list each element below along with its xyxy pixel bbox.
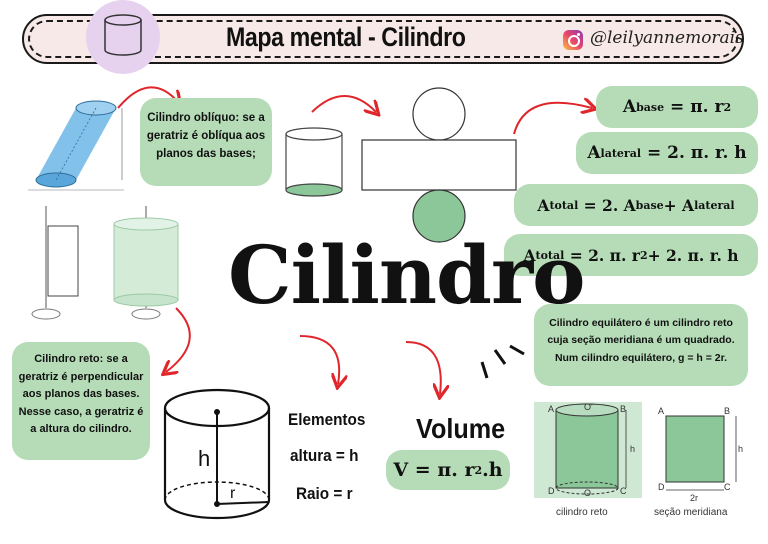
oblique-cylinder-diagram xyxy=(28,100,124,191)
svg-text:C: C xyxy=(620,486,627,496)
rotation-diagram xyxy=(31,206,179,320)
note-line: Cilindro oblíquo: se a xyxy=(147,112,265,124)
elementos-raio: Raio = r xyxy=(296,484,353,503)
arrow-elementos xyxy=(299,335,339,384)
header-cylinder-badge xyxy=(86,0,160,74)
cylinder-net-diagram xyxy=(361,87,517,243)
label-r: r xyxy=(230,485,236,502)
cilindro-reto-figure: A B D C O' O h cilindro reto xyxy=(534,402,642,518)
instagram-handle: @leilyannemorais xyxy=(590,28,744,48)
note-line: cuja seção meridiana é um quadrado. xyxy=(547,334,735,347)
note-cilindro-equilatero: Cilindro equilátero é um cilindro reto c… xyxy=(534,304,748,386)
central-title: Cilindro xyxy=(228,228,585,322)
svg-text:C: C xyxy=(724,482,731,492)
cylinder-elements-diagram: h r xyxy=(163,388,271,520)
page-title: Mapa mental - Cilindro xyxy=(226,22,466,52)
svg-text:O': O' xyxy=(584,402,593,412)
svg-text:D: D xyxy=(658,482,665,492)
note-line: a altura do cilindro. xyxy=(30,423,132,436)
svg-text:A: A xyxy=(548,404,554,414)
arrow-formulas xyxy=(513,103,592,135)
svg-text:B: B xyxy=(724,406,730,416)
caption-secao-meridiana: seção meridiana xyxy=(654,507,728,518)
label-h: h xyxy=(198,446,210,471)
instagram-icon xyxy=(563,30,583,50)
cylinder-icon xyxy=(104,14,142,56)
note-line: Cilindro reto: se a xyxy=(34,353,128,365)
elementos-altura: altura = h xyxy=(290,446,359,465)
note-line: planos das bases; xyxy=(156,147,256,160)
secao-meridiana-figure: A B D C h 2r seção meridiana xyxy=(654,406,743,518)
svg-text:D: D xyxy=(548,486,555,496)
svg-text:A: A xyxy=(658,406,664,416)
arrow-oblique xyxy=(117,86,178,109)
note-line: geratriz é oblíqua aos xyxy=(146,129,266,142)
svg-text:O: O xyxy=(584,488,591,498)
arrow-volume xyxy=(405,341,441,394)
caption-cilindro-reto: cilindro reto xyxy=(556,507,608,518)
arrow-planificacao xyxy=(311,95,376,112)
elementos-heading: Elementos xyxy=(288,410,366,429)
arrow-reto xyxy=(166,307,191,372)
note-line: Num cilindro equilátero, g = h = 2r. xyxy=(554,351,728,364)
svg-text:B: B xyxy=(620,404,626,414)
svg-text:2r: 2r xyxy=(690,493,698,503)
note-line: Nesse caso, a geratriz é xyxy=(18,405,144,418)
svg-text:h: h xyxy=(738,444,743,454)
green-base-cylinder xyxy=(285,127,343,197)
note-line: aos planos das bases. xyxy=(22,388,140,401)
svg-text:h: h xyxy=(630,444,635,454)
note-cilindro-obliquo: Cilindro oblíquo: se a geratriz é oblíqu… xyxy=(140,98,272,186)
note-cilindro-reto: Cilindro reto: se a geratriz é perpendic… xyxy=(12,342,150,460)
note-line: geratriz é perpendicular xyxy=(18,370,144,383)
note-line: Cilindro equilátero é um cilindro reto xyxy=(549,317,733,329)
volume-heading: Volume xyxy=(416,413,506,444)
